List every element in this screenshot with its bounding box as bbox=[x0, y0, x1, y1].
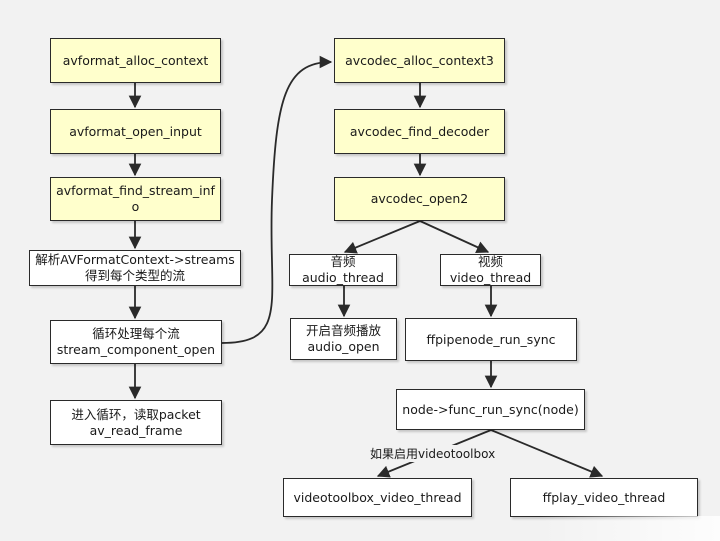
node-label-line1: 开启音频播放 bbox=[305, 323, 381, 338]
node-label: avcodec_open2 bbox=[370, 191, 469, 206]
node-video-thread: 视频 video_thread bbox=[440, 254, 541, 286]
node-label: ffpipenode_run_sync bbox=[426, 331, 556, 347]
node-ffpipenode-run-sync: ffpipenode_run_sync bbox=[405, 318, 577, 361]
node-label: avcodec_alloc_context3 bbox=[345, 52, 494, 68]
node-label-line2: audio_thread bbox=[302, 270, 384, 285]
node-label: videotoolbox_video_thread bbox=[293, 489, 462, 505]
node-label: avformat_open_input bbox=[69, 123, 202, 139]
node-avformat-open-input: avformat_open_input bbox=[50, 109, 221, 154]
edge-open2-to-audio bbox=[343, 220, 421, 254]
node-label-line1: 循环处理每个流 bbox=[92, 326, 180, 341]
node-label-line1: 音频 bbox=[330, 254, 356, 269]
node-parse-streams: 解析AVFormatContext->streams 得到每个类型的流 bbox=[29, 250, 241, 286]
node-label-line2: 得到每个类型的流 bbox=[84, 268, 185, 283]
node-avformat-alloc-context: avformat_alloc_context bbox=[50, 38, 221, 83]
edge-label-videotoolbox-condition: 如果启用videotoolbox bbox=[368, 445, 498, 462]
edge-open2-to-video bbox=[419, 220, 490, 254]
node-videotoolbox-video-thread: videotoolbox_video_thread bbox=[283, 478, 472, 517]
edge-func-to-ffplay bbox=[490, 429, 604, 478]
edge-loop-to-avcodec-alloc bbox=[221, 55, 333, 344]
node-avcodec-alloc-context3: avcodec_alloc_context3 bbox=[334, 38, 505, 83]
node-avformat-find-stream-info: avformat_find_stream_info bbox=[50, 177, 221, 221]
node-avcodec-open2: avcodec_open2 bbox=[334, 177, 505, 221]
node-label-line1: 视频 bbox=[477, 254, 503, 269]
node-audio-open: 开启音频播放 audio_open bbox=[290, 318, 397, 360]
node-label-line1: 解析AVFormatContext->streams bbox=[35, 252, 235, 267]
node-avcodec-find-decoder: avcodec_find_decoder bbox=[334, 109, 505, 154]
node-label: node->func_run_sync(node) bbox=[402, 401, 579, 417]
node-label: avcodec_find_decoder bbox=[349, 123, 490, 139]
node-read-loop: 进入循环，读取packet av_read_frame bbox=[50, 400, 222, 445]
node-label: avformat_alloc_context bbox=[62, 52, 209, 68]
watermark-overlay bbox=[540, 516, 720, 541]
node-label-line2: av_read_frame bbox=[89, 422, 183, 438]
node-func-run-sync: node->func_run_sync(node) bbox=[396, 389, 585, 430]
node-label-line1: 进入循环，读取packet bbox=[71, 406, 201, 422]
node-label-line2: audio_open bbox=[307, 339, 380, 354]
node-ffplay-video-thread: ffplay_video_thread bbox=[510, 478, 698, 517]
node-label: avformat_find_stream_info bbox=[56, 183, 215, 214]
node-audio-thread: 音频 audio_thread bbox=[289, 254, 397, 286]
node-label-line2: video_thread bbox=[449, 270, 532, 285]
node-label: ffplay_video_thread bbox=[542, 489, 666, 505]
node-label-line2: stream_component_open bbox=[56, 342, 216, 357]
node-loop-streams: 循环处理每个流 stream_component_open bbox=[50, 320, 222, 364]
